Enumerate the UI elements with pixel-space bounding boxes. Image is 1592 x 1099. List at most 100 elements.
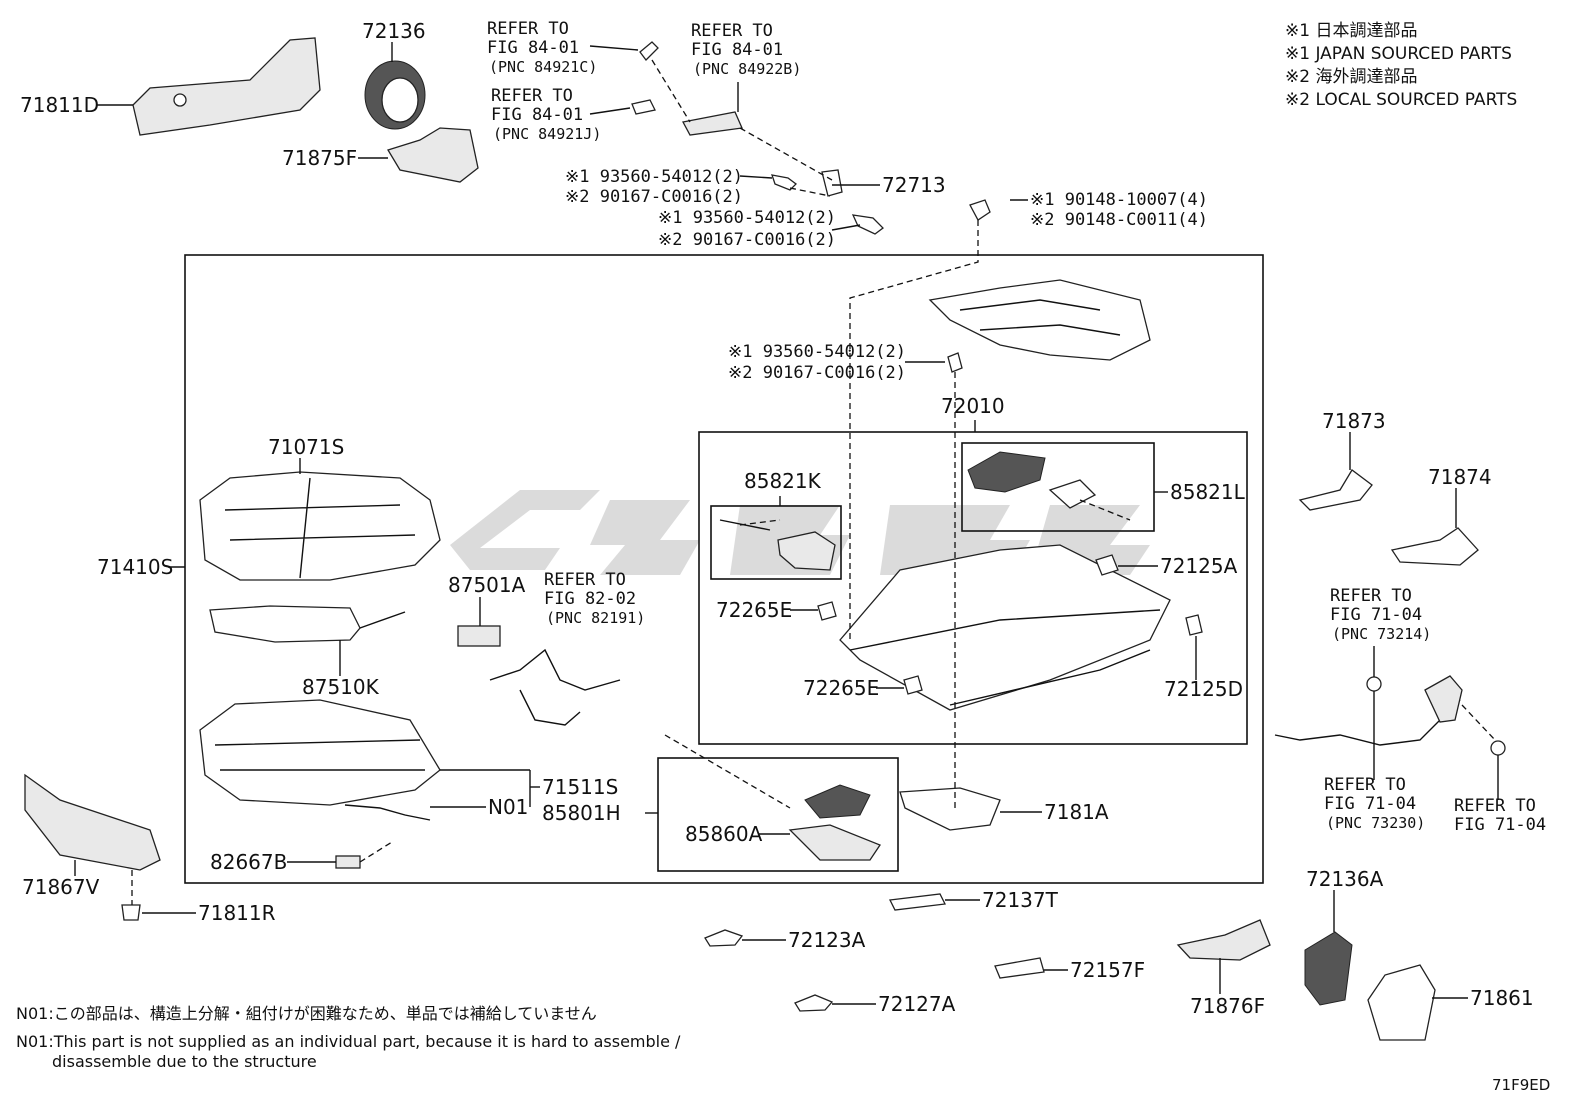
refer-84921J[interactable]: REFER TO FIG 84-01 (PNC 84921J) — [491, 86, 601, 143]
seat-track-rail-shape — [849, 609, 1161, 706]
clip-shape — [639, 41, 659, 61]
refer-71-04-line1: REFER TO — [1454, 796, 1536, 816]
refer-73230[interactable]: REFER TO FIG 71-04 (PNC 73230) — [1324, 775, 1425, 832]
label-71876F[interactable]: 71876F — [1190, 994, 1265, 1018]
label-N01[interactable]: N01 — [488, 795, 528, 819]
part-72137T-shape — [889, 893, 946, 911]
motor-k-box — [710, 505, 842, 580]
legend-line-3: ※2 海外調達部品 — [1285, 67, 1417, 87]
refer-73214-line1: REFER TO — [1330, 586, 1412, 606]
leader-lines — [74, 42, 1499, 1005]
seat-frame-shape — [928, 279, 1151, 361]
refer-82191-line2: FIG 82-02 — [544, 589, 636, 609]
label-71511S[interactable]: 71511S — [542, 775, 618, 799]
label-71874[interactable]: 71874 — [1428, 465, 1492, 489]
bolt-shapes — [771, 169, 991, 373]
seat-cushion-seam-shape — [224, 477, 416, 579]
bolt-3-japan[interactable]: ※1 90148-10007(4) — [1030, 190, 1208, 210]
label-85801H[interactable]: 85801H — [542, 801, 621, 825]
seat-cushion-shape — [199, 471, 441, 581]
label-72127A[interactable]: 72127A — [878, 992, 956, 1016]
handle-shape — [682, 111, 743, 136]
label-87501A[interactable]: 87501A — [448, 573, 526, 597]
part-72123A-shape — [704, 929, 744, 947]
label-71867V[interactable]: 71867V — [22, 875, 100, 899]
label-71861[interactable]: 71861 — [1470, 986, 1534, 1010]
label-72125D[interactable]: 72125D — [1164, 677, 1243, 701]
label-85821K[interactable]: 85821K — [744, 469, 822, 493]
seat-side-cover-shape — [132, 37, 321, 136]
clip-72265E-2-shape — [903, 675, 923, 695]
label-72137T[interactable]: 72137T — [982, 888, 1059, 912]
label-71873[interactable]: 71873 — [1322, 409, 1386, 433]
label-71811D[interactable]: 71811D — [20, 93, 99, 117]
clip-72125D-shape — [1185, 614, 1203, 636]
label-72265E-2[interactable]: 72265E — [803, 676, 879, 700]
label-72713[interactable]: 72713 — [882, 173, 946, 197]
refer-82191-line1: REFER TO — [544, 570, 626, 590]
refer-84922B-line2: FIG 84-01 — [691, 40, 783, 60]
label-85860A[interactable]: 85860A — [685, 822, 763, 846]
connector-shape — [335, 855, 361, 869]
legend-line-2: ※1 JAPAN SOURCED PARTS — [1285, 44, 1512, 64]
ecu-shape — [457, 625, 501, 647]
figure-code: 71F9ED — [1492, 1076, 1550, 1094]
seat-cover-seam-shape — [214, 739, 425, 771]
bracket-shape — [387, 127, 479, 183]
label-71410S[interactable]: 71410S — [97, 555, 173, 579]
grommet-shape — [1366, 676, 1382, 692]
speaker-cover-shape — [1367, 964, 1436, 1041]
refer-84921J-line3: (PNC 84921J) — [493, 125, 601, 143]
label-71811R[interactable]: 71811R — [198, 901, 276, 925]
cable-end-shape — [1424, 675, 1463, 723]
switch-knob-shape — [804, 784, 871, 819]
bolt-3-local[interactable]: ※2 90148-C0011(4) — [1030, 210, 1208, 230]
cover-wire-shape — [344, 804, 431, 821]
label-87510K[interactable]: 87510K — [302, 675, 380, 699]
refer-82191-line3: (PNC 82191) — [546, 609, 645, 627]
refer-84922B-line3: (PNC 84922B) — [693, 60, 801, 78]
label-72157F[interactable]: 72157F — [1070, 958, 1145, 982]
trim-71873-shape — [1298, 469, 1373, 511]
label-71875F[interactable]: 71875F — [282, 146, 357, 170]
label-72265E-1[interactable]: 72265E — [716, 598, 792, 622]
seat-cover-shape — [199, 699, 441, 806]
bolt-4-local[interactable]: ※2 90167-C0016(2) — [728, 363, 906, 383]
bolt-1-local[interactable]: ※2 90167-C0016(2) — [565, 187, 743, 207]
switch-base-shape — [788, 824, 881, 861]
bolt-1-japan[interactable]: ※1 93560-54012(2) — [565, 167, 743, 187]
part-72127A-shape — [794, 994, 834, 1012]
label-72125A[interactable]: 72125A — [1160, 554, 1238, 578]
label-72010[interactable]: 72010 — [941, 394, 1005, 418]
motor-l-box — [961, 442, 1155, 532]
speaker-grille-shape — [1304, 931, 1353, 1006]
refer-84922B[interactable]: REFER TO FIG 84-01 (PNC 84922B) — [691, 21, 801, 78]
clip-72125A-shape — [1095, 554, 1119, 576]
push-clip-shape — [121, 904, 141, 921]
label-7181A[interactable]: 7181A — [1044, 800, 1109, 824]
label-82667B[interactable]: 82667B — [210, 850, 287, 874]
label-72136[interactable]: 72136 — [362, 19, 426, 43]
legend-line-1: ※1 日本調達部品 — [1285, 21, 1417, 41]
refer-84921C[interactable]: REFER TO FIG 84-01 (PNC 84921C) — [487, 19, 597, 76]
heater-wire-shape — [359, 611, 406, 629]
label-71071S[interactable]: 71071S — [268, 435, 344, 459]
bolt-2-japan[interactable]: ※1 93560-54012(2) — [658, 208, 836, 228]
label-72136A[interactable]: 72136A — [1306, 867, 1384, 891]
bolt-2-local[interactable]: ※2 90167-C0016(2) — [658, 230, 836, 250]
refer-71-04[interactable]: REFER TO FIG 71-04 — [1454, 796, 1546, 835]
note-n01-japanese: N01:この部品は、構造上分解・組付けが困難なため、単品では補給していません — [16, 1004, 597, 1023]
assembly-frame — [184, 254, 1264, 884]
refer-84921J-line2: FIG 84-01 — [491, 105, 583, 125]
speaker-inner-shape — [381, 77, 419, 123]
refer-73214[interactable]: REFER TO FIG 71-04 (PNC 73214) — [1330, 586, 1431, 643]
trim-71874-shape — [1390, 527, 1479, 566]
label-72123A[interactable]: 72123A — [788, 928, 866, 952]
refer-73214-line2: FIG 71-04 — [1330, 605, 1422, 625]
refer-82191[interactable]: REFER TO FIG 82-02 (PNC 82191) — [544, 570, 645, 627]
bolt-4-japan[interactable]: ※1 93560-54012(2) — [728, 342, 906, 362]
label-85821L[interactable]: 85821L — [1170, 480, 1246, 504]
seat-frame-detail-shape — [959, 299, 1121, 336]
side-garnish-shape — [24, 773, 161, 871]
